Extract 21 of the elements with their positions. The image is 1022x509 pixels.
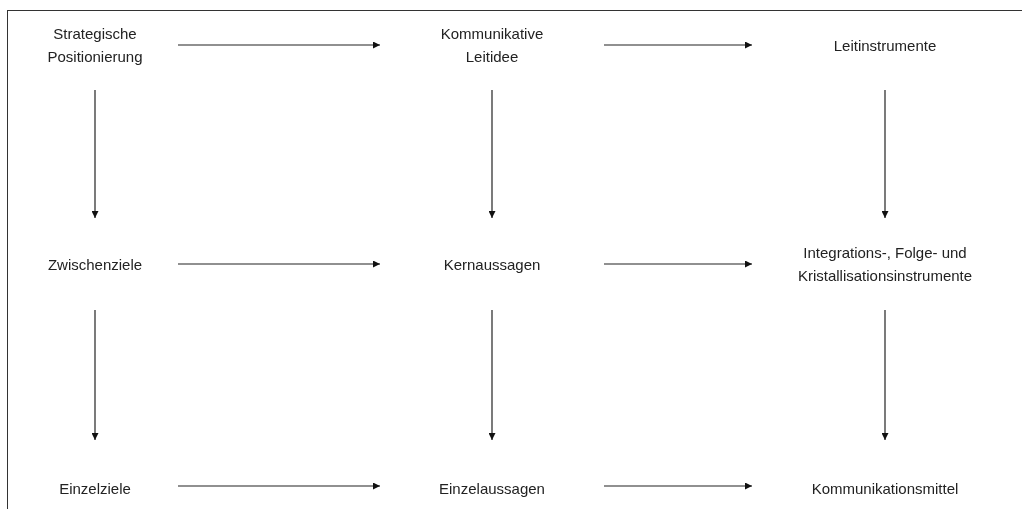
arrow	[881, 89, 889, 219]
arrow	[603, 482, 753, 490]
node-label: Leitinstrumente	[832, 35, 938, 56]
arrow	[881, 309, 889, 441]
node-label: Kommunikationsmittel	[810, 479, 960, 499]
arrow	[177, 260, 381, 268]
node-label: Kernaussagen	[442, 254, 542, 275]
arrow	[177, 482, 381, 490]
arrow	[91, 309, 99, 441]
node-label: Einzelziele	[58, 479, 132, 499]
arrow	[177, 41, 381, 49]
node-label: Integrations-, Folge- und Kristallisationsinstrumente	[796, 243, 974, 286]
node-label: Zwischenziele	[46, 254, 144, 275]
node-label: Kommunikative Leitidee	[439, 24, 545, 67]
arrow	[603, 41, 753, 49]
node-label: Strategische Positionierung	[46, 24, 144, 67]
arrow	[91, 89, 99, 219]
arrow	[603, 260, 753, 268]
arrow	[488, 309, 496, 441]
node-label: Einzelaussagen	[438, 479, 546, 499]
arrow	[488, 89, 496, 219]
